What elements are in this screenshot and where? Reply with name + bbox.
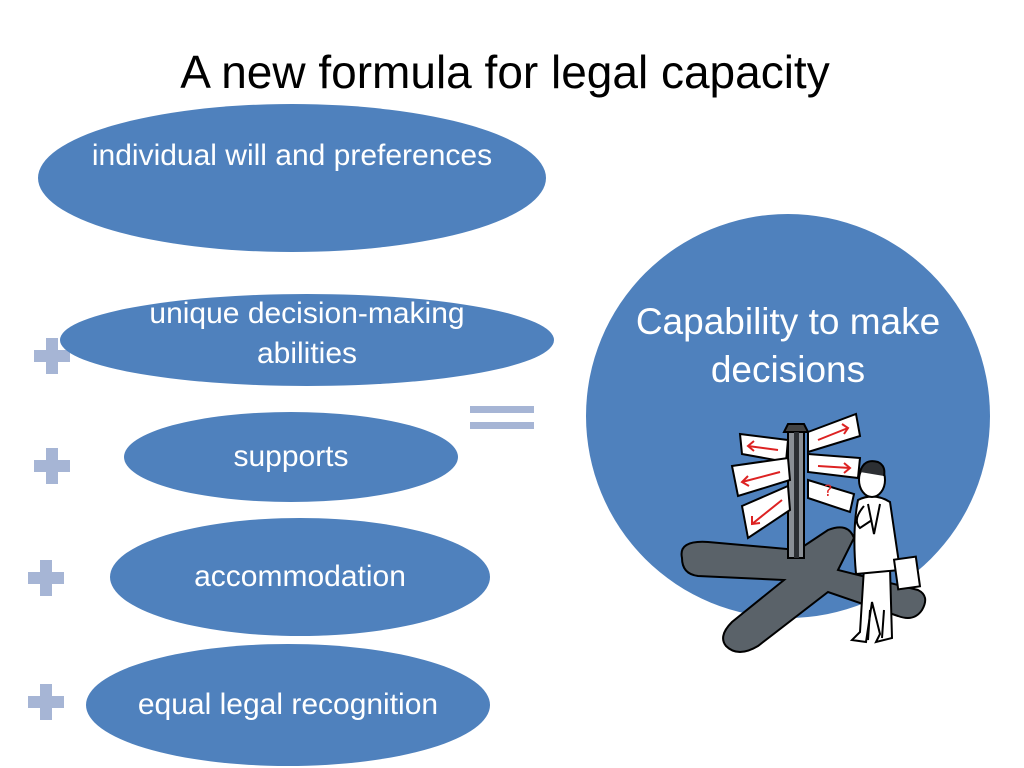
term-label: individual will and preferences [91, 139, 493, 172]
term-label: supports [233, 440, 349, 473]
term-will-preferences-ellipse: individual will and preferences [38, 104, 546, 252]
sign-question-mark: ? [824, 481, 833, 500]
plus-icon [28, 560, 64, 596]
plus-icon [34, 338, 70, 374]
person-legs [849, 567, 894, 644]
ground-shadow [680, 526, 927, 653]
term-supports-ellipse: supports [124, 412, 458, 502]
person-hair [859, 460, 886, 477]
term-decision-abilities-ellipse: unique decision-making abilities [60, 294, 554, 386]
term-label: unique decision-making abilities [149, 297, 465, 370]
plus-icon [28, 684, 64, 720]
slide-title: A new formula for legal capacity [180, 46, 830, 98]
term-accommodation-ellipse: accommodation [110, 518, 490, 636]
equals-icon [470, 406, 534, 430]
person-briefcase [892, 555, 922, 591]
term-label: accommodation [194, 560, 406, 593]
term-equal-recognition-ellipse: equal legal recognition [86, 644, 490, 766]
term-label: equal legal recognition [137, 688, 439, 721]
plus-icon [34, 448, 70, 484]
sign-right-bottom [807, 478, 856, 514]
result-label: Capability to make decisions [635, 301, 941, 390]
person-arm [855, 505, 873, 530]
signpost-person-icon: ? [680, 412, 927, 653]
signpost-pole-top [782, 423, 810, 433]
